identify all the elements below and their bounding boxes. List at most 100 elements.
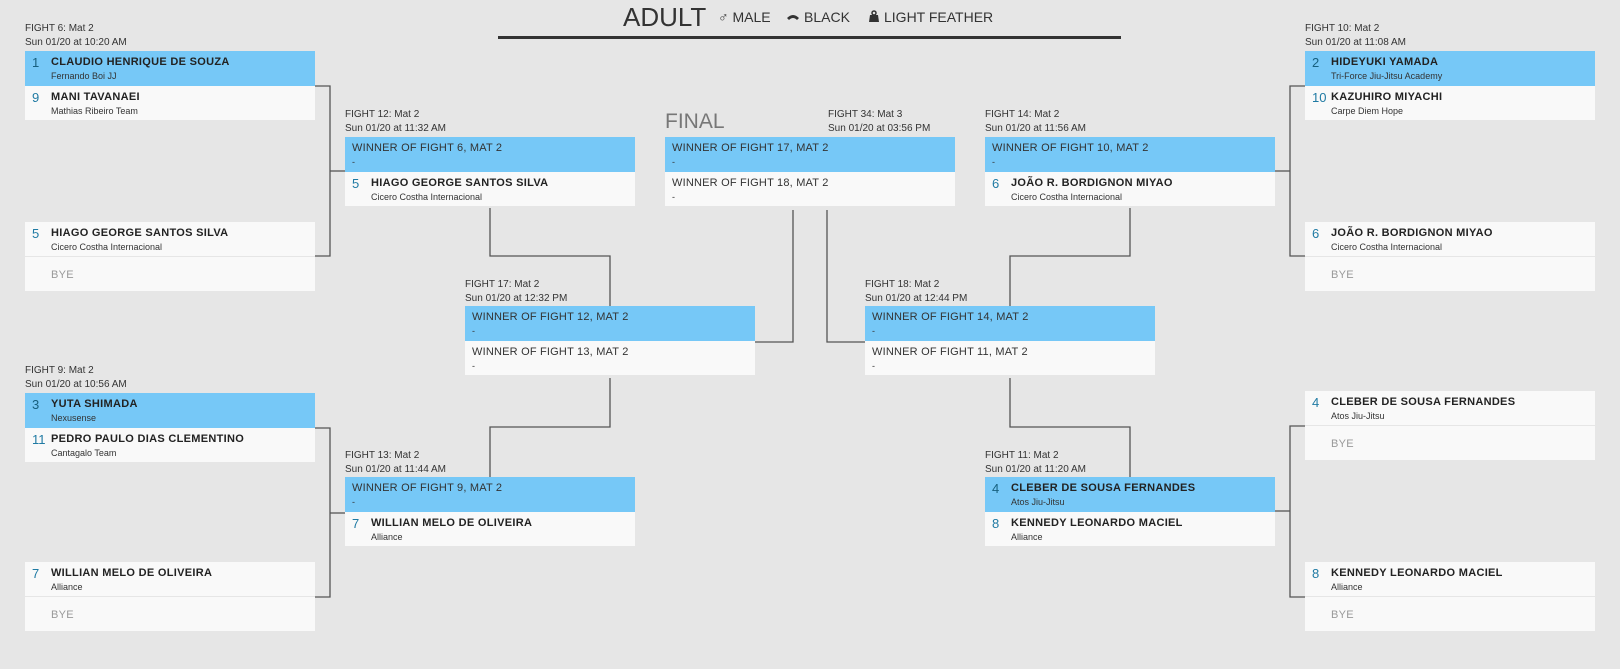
fight-number: FIGHT 10: Mat 2 [1305, 23, 1380, 34]
seed-number: 4 [992, 481, 1000, 496]
bye-row: BYE [25, 257, 315, 292]
team-name: Cicero Costha Internacional [371, 192, 483, 202]
placeholder-row[interactable]: WINNER OF FIGHT 10, MAT 2 - [985, 137, 1275, 172]
bye-row: BYE [1305, 426, 1595, 461]
team-name: Mathias Ribeiro Team [51, 106, 138, 116]
fight-18-match[interactable]: WINNER OF FIGHT 14, MAT 2- WINNER OF FIG… [865, 306, 1155, 376]
fight-number: FIGHT 14: Mat 2 [985, 109, 1060, 120]
placeholder-row[interactable]: WINNER OF FIGHT 6, MAT 2- [345, 137, 635, 172]
placeholder-team: - [992, 157, 995, 167]
seed-number: 7 [32, 566, 40, 581]
placeholder-team: - [872, 326, 875, 336]
placeholder-team: - [472, 361, 475, 371]
fight-time: Sun 01/20 at 11:32 AM [345, 123, 447, 134]
seed-number: 11 [32, 432, 46, 447]
seed-number: 8 [1312, 566, 1320, 581]
competitor-name: CLAUDIO HENRIQUE DE SOUZA [51, 56, 230, 68]
seed-number: 10 [1312, 90, 1327, 105]
placeholder-row[interactable]: WINNER OF FIGHT 18, MAT 2- [665, 172, 955, 207]
placeholder-row[interactable]: WINNER OF FIGHT 11, MAT 2- [865, 341, 1155, 376]
seed-number: 4 [1312, 395, 1320, 410]
belt-label: BLACK [804, 9, 850, 25]
team-name: Carpe Diem Hope [1331, 106, 1404, 116]
bye-row: BYE [1305, 257, 1595, 292]
seed-number: 6 [992, 176, 1000, 191]
bye-label: BYE [51, 609, 74, 621]
placeholder-row[interactable]: WINNER OF FIGHT 9, MAT 2 - [345, 477, 635, 512]
team-name: Cantagalo Team [51, 448, 117, 458]
competitor-name: PEDRO PAULO DIAS CLEMENTINO [51, 433, 245, 445]
seed-number: 7 [352, 516, 360, 531]
bracket-header: ADULT ♂MALE BLACK LIGHT FEATHER [498, 0, 1121, 39]
placeholder-row[interactable]: WINNER OF FIGHT 12, MAT 2- [465, 306, 755, 341]
fight-time: Sun 01/20 at 11:08 AM [1305, 37, 1407, 48]
seed-number: 5 [352, 176, 360, 191]
seed-number: 5 [32, 226, 40, 241]
placeholder-name: WINNER OF FIGHT 10, MAT 2 [992, 142, 1149, 154]
bye-label: BYE [1331, 438, 1354, 450]
fight-17-match[interactable]: WINNER OF FIGHT 12, MAT 2- WINNER OF FIG… [465, 306, 755, 376]
placeholder-name: WINNER OF FIGHT 9, MAT 2 [352, 482, 503, 494]
placeholder-team: - [352, 497, 355, 507]
bye-row: BYE [1305, 597, 1595, 632]
competitor-name: MANI TAVANAEI [51, 91, 140, 103]
belt-tag: BLACK [786, 9, 850, 25]
gender-label: MALE [732, 9, 771, 25]
placeholder-row[interactable]: WINNER OF FIGHT 14, MAT 2- [865, 306, 1155, 341]
fight-number: FIGHT 13: Mat 2 [345, 450, 420, 461]
fight-time: Sun 01/20 at 10:20 AM [25, 37, 127, 48]
bye-label: BYE [1331, 609, 1354, 621]
weight-icon [868, 9, 880, 25]
placeholder-name: WINNER OF FIGHT 12, MAT 2 [472, 311, 629, 323]
bye-label: BYE [1331, 269, 1354, 281]
competitor-name: YUTA SHIMADA [51, 398, 138, 410]
placeholder-row[interactable]: WINNER OF FIGHT 17, MAT 2- [665, 137, 955, 172]
bye-row: BYE [25, 597, 315, 632]
placeholder-team: - [352, 157, 355, 167]
fight-time: Sun 01/20 at 11:20 AM [985, 464, 1087, 475]
placeholder-row[interactable]: WINNER OF FIGHT 13, MAT 2- [465, 341, 755, 376]
fight-number: FIGHT 18: Mat 2 [865, 279, 940, 290]
competitor-name: CLEBER DE SOUSA FERNANDES [1331, 396, 1516, 408]
placeholder-name: WINNER OF FIGHT 11, MAT 2 [872, 346, 1028, 358]
fight-time: Sun 01/20 at 10:56 AM [25, 379, 127, 390]
competitor-row[interactable]: 11 PEDRO PAULO DIAS CLEMENTINO Cantagalo T… [25, 428, 315, 463]
team-name: Fernando Boi JJ [51, 71, 117, 81]
team-name: Alliance [51, 582, 83, 592]
competitor-name: KENNEDY LEONARDO MACIEL [1331, 567, 1503, 579]
weight-label: LIGHT FEATHER [884, 9, 994, 25]
fight-34-final-match[interactable]: WINNER OF FIGHT 17, MAT 2- WINNER OF FIG… [665, 137, 955, 207]
fight-number: FIGHT 17: Mat 2 [465, 279, 540, 290]
